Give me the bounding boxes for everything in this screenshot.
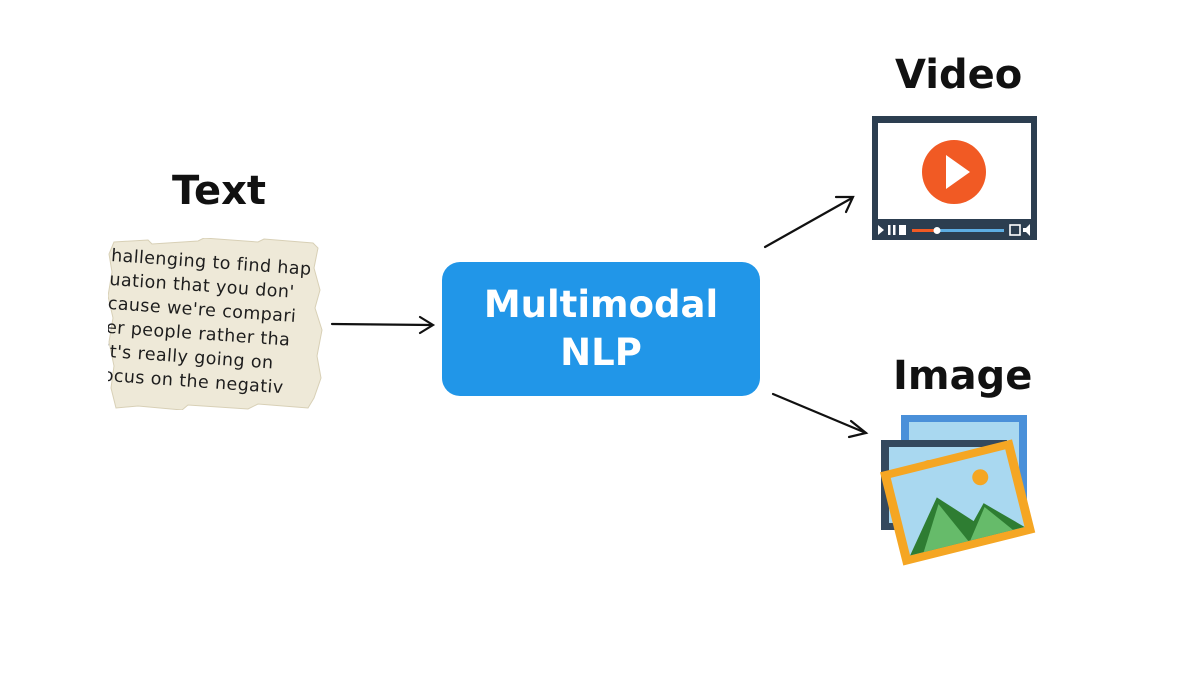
video-player-icon xyxy=(872,116,1037,240)
multimodal-nlp-box: Multimodal NLP xyxy=(442,262,760,396)
video-label: Video xyxy=(895,52,1023,98)
image-gallery-icon xyxy=(880,415,1036,566)
text-paper-icon: hallenging to find hap uation that you d… xyxy=(108,238,330,410)
arrow-box-to-image xyxy=(771,392,869,439)
image-label: Image xyxy=(893,353,1033,399)
center-line-1: Multimodal xyxy=(483,283,719,326)
arrow-box-to-video xyxy=(763,195,855,249)
arrow-text-to-box xyxy=(330,315,436,335)
center-line-2: NLP xyxy=(560,331,642,374)
text-label: Text xyxy=(172,168,267,214)
